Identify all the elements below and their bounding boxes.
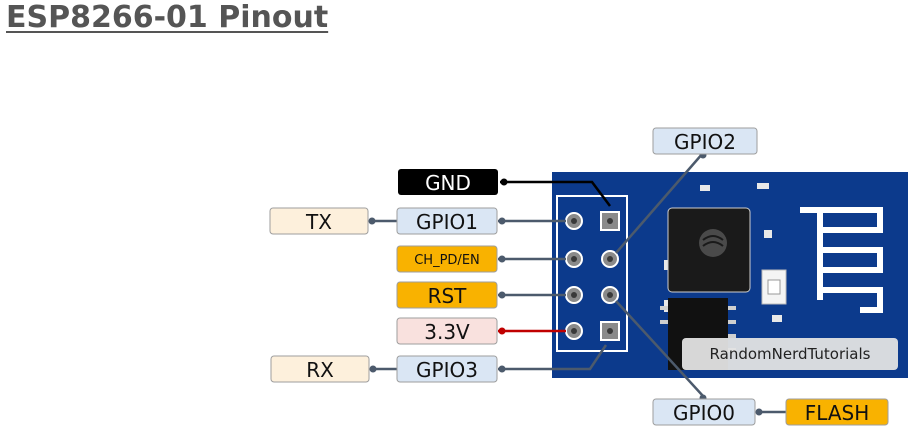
label-rst: RST — [396, 281, 498, 309]
label-flash: FLASH — [785, 398, 889, 426]
label-rst-text: RST — [428, 284, 468, 308]
smd-component — [772, 315, 782, 322]
label-gpio1-text: GPIO1 — [416, 210, 478, 234]
label-ch-pd-en: CH_PD/EN — [396, 245, 498, 273]
label-gpio2: GPIO2 — [652, 127, 758, 155]
led-lens — [767, 279, 781, 295]
label-tx: TX — [269, 207, 369, 235]
led-component — [761, 269, 787, 305]
credit-text: RandomNerdTutorials — [710, 345, 871, 363]
pcb-antenna-trace — [800, 207, 883, 313]
label-gpio1: GPIO1 — [396, 207, 498, 235]
pin-gpio3-rx — [600, 321, 620, 341]
label-3v3: 3.3V — [396, 317, 498, 345]
pin-gpio1-tx — [565, 212, 583, 230]
label-gnd-text: GND — [425, 171, 471, 195]
wire-gpio2 — [615, 152, 704, 254]
label-gpio0: GPIO0 — [652, 398, 756, 426]
espressif-logo-detail — [702, 235, 724, 247]
pin-rst — [565, 286, 583, 304]
label-gpio2-text: GPIO2 — [674, 130, 736, 154]
wires — [368, 151, 788, 416]
page-title: ESP8266-01 Pinout — [6, 0, 329, 35]
pin-header-frame — [556, 195, 628, 352]
esp-chip — [667, 207, 751, 293]
pin-ch-pd — [565, 250, 583, 268]
credit-box: RandomNerdTutorials — [682, 338, 898, 370]
pin-gpio0 — [601, 286, 619, 304]
wire-gnd — [500, 180, 611, 207]
label-tx-text: TX — [305, 210, 332, 234]
label-ch-pd-en-text: CH_PD/EN — [414, 253, 480, 268]
smd-component — [764, 230, 772, 238]
label-gpio0-text: GPIO0 — [673, 401, 735, 425]
smd-component — [757, 183, 769, 189]
esp8266-board: RandomNerdTutorials — [552, 172, 908, 378]
pin-gnd — [600, 211, 620, 231]
label-rx-text: RX — [306, 358, 334, 382]
label-gpio3: GPIO3 — [396, 355, 498, 383]
smd-component — [664, 260, 670, 270]
label-gpio3-text: GPIO3 — [416, 358, 478, 382]
smd-component — [700, 185, 710, 191]
wire-gpio3 — [498, 344, 608, 371]
pin-3v3 — [565, 322, 583, 340]
label-flash-text: FLASH — [805, 401, 870, 425]
label-gnd: GND — [398, 169, 498, 195]
label-rx: RX — [270, 355, 370, 383]
pin-gpio2 — [601, 250, 619, 268]
label-3v3-text: 3.3V — [424, 320, 470, 344]
wire-gpio0 — [615, 300, 704, 397]
